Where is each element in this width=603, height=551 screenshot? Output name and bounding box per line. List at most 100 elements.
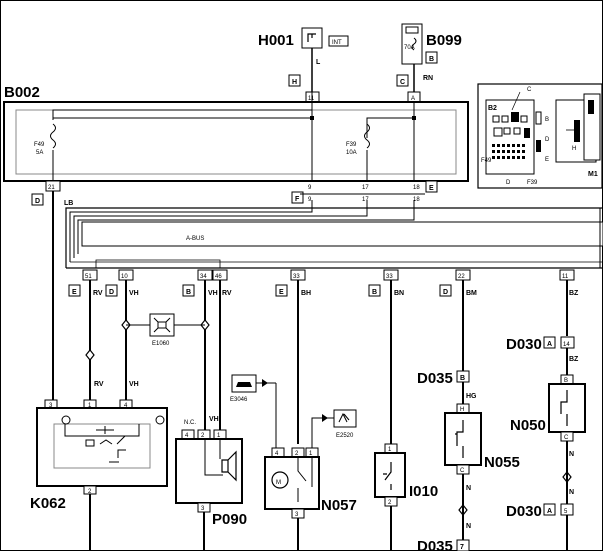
pin-33-a-label: 33 xyxy=(293,274,300,280)
conn-d-tag xyxy=(31,193,44,206)
pin-11-bottom-label: 11 xyxy=(562,274,569,280)
d035-code-bottom: D035 xyxy=(417,538,453,551)
pin-21-label: 21 xyxy=(48,185,55,191)
p090-pin3: 3 xyxy=(201,506,205,512)
conn-d-tag-3 xyxy=(439,284,452,297)
pin-17b-label: 17 xyxy=(362,197,369,203)
conn-e-tag-2 xyxy=(275,284,288,297)
k062-pin1: 1 xyxy=(88,403,92,409)
pin-46-label: 46 xyxy=(215,274,222,280)
conn-b-label-1: B xyxy=(186,289,191,296)
conn-e-label-top: E xyxy=(429,185,434,192)
wire-bn-label: BN xyxy=(394,290,404,297)
wire-bm-label: BM xyxy=(466,290,477,297)
connector-layout-inset: B2 C B D E F49 F39 D H M1 xyxy=(477,83,603,189)
inset-e: E xyxy=(545,157,549,163)
conn-e-label-2: E xyxy=(279,289,284,296)
inset-d-bottom: D xyxy=(506,180,511,186)
pin-9b-label: 9 xyxy=(308,197,312,203)
p090-pin2: 2 xyxy=(201,433,205,439)
conn-h-label: H xyxy=(292,79,297,86)
p090-horn: N.C. VH 4 2 1 3 P090 xyxy=(175,416,247,551)
b099-fuse-rating: 70A xyxy=(404,45,415,51)
pin-51-label: 51 xyxy=(85,274,92,280)
conn-c-tag xyxy=(396,74,409,87)
n050-switch: D030 A 14 BZ B N050 C N N D030 A 5 xyxy=(506,336,586,551)
e3046-part: E3046 xyxy=(230,374,277,448)
a-bus: A-BUS xyxy=(65,200,603,269)
e1060-part: E1060 xyxy=(126,313,205,347)
k062-pin2: 2 xyxy=(88,489,92,495)
b099-fuse-box: 70A B099 B RN xyxy=(401,23,462,92)
n055-switch: D035 B HG H C N055 N N D035 7 xyxy=(417,370,520,551)
pin-9-label: 9 xyxy=(308,185,312,191)
inset-m1: M1 xyxy=(588,171,598,178)
conn-b-label-2: B xyxy=(372,289,377,296)
n057-motor-m: M xyxy=(276,480,281,486)
n057-pin3: 3 xyxy=(295,512,299,518)
conn-b-tag-1 xyxy=(182,284,195,297)
pin-17-label: 17 xyxy=(362,185,369,191)
wire-n-label-3: N xyxy=(569,451,574,458)
wire-rv-label-1: RV xyxy=(93,290,103,297)
pin-11-top-label: 11 xyxy=(308,96,315,102)
conn-d-tag-2 xyxy=(105,284,118,297)
pin-a-top-label: A xyxy=(411,96,415,102)
i010-switch: 1 2 I010 xyxy=(374,443,438,551)
inset-d: D xyxy=(545,137,550,143)
wire-bz-label-2: BZ xyxy=(569,356,579,363)
p090-note: N.C. xyxy=(184,420,196,426)
e2520-code: E2520 xyxy=(336,433,354,439)
wire-vh-label-2: VH xyxy=(208,290,218,297)
n057-pin4: 4 xyxy=(275,451,279,457)
wire-n-label-1: N xyxy=(466,485,471,492)
conn-c-label: C xyxy=(400,79,405,86)
inset-f39: F39 xyxy=(527,180,538,186)
n057-pin2: 2 xyxy=(295,451,299,457)
wire-vh-label-1: VH xyxy=(129,290,139,297)
n057-pin1: 1 xyxy=(309,451,313,457)
wire-rv-label-2: RV xyxy=(222,290,232,297)
inset-c: C xyxy=(527,87,532,93)
b099-code: B099 xyxy=(426,32,462,49)
conn-d-label-2: D xyxy=(109,289,114,296)
d030-pin14: 14 xyxy=(563,342,570,348)
wire-hg-label: HG xyxy=(466,393,477,400)
d030-conn-a-top: A xyxy=(547,341,552,348)
fuse-f39-rating: 10A xyxy=(346,150,357,156)
wire-rv-label-3: RV xyxy=(94,381,104,388)
p090-pin4: 4 xyxy=(185,433,189,439)
i010-code: I010 xyxy=(409,483,438,500)
pin-10-label: 10 xyxy=(121,274,128,280)
pin-18b-label: 18 xyxy=(413,197,420,203)
k062-module: 3 1 4 2 K062 xyxy=(30,399,168,551)
wire-vh-label-4: VH xyxy=(209,416,219,423)
d035-code-top: D035 xyxy=(417,370,453,387)
p090-code: P090 xyxy=(212,511,247,528)
e1060-code: E1060 xyxy=(152,341,170,347)
conn-b-tag-2 xyxy=(368,284,381,297)
d035-conn-top: B xyxy=(460,375,465,382)
wire-lb-label: LB xyxy=(64,200,73,207)
n050-pin-b: B xyxy=(564,378,568,384)
wire-n-label-2: N xyxy=(466,523,471,530)
conn-f-label: F xyxy=(295,196,300,203)
fuse-f39-id: F39 xyxy=(346,142,357,148)
n055-pin-c: C xyxy=(460,468,465,474)
h001-code: H001 xyxy=(258,32,294,49)
conn-f-tag xyxy=(291,191,304,204)
d035-pin7: 7 xyxy=(460,544,464,551)
d030-code-top: D030 xyxy=(506,336,542,353)
pin-18-label: 18 xyxy=(413,185,420,191)
b099-wire: RN xyxy=(423,75,433,82)
fuse-f49-rating: 5A xyxy=(36,150,43,156)
n050-pin-c: C xyxy=(564,435,569,441)
conn-e-label-1: E xyxy=(72,289,77,296)
a-bus-label: A-BUS xyxy=(186,236,204,242)
k062-pin4: 4 xyxy=(124,403,128,409)
n057-code: N057 xyxy=(321,497,357,514)
inset-h: H xyxy=(572,146,576,152)
k062-pin3: 3 xyxy=(49,403,53,409)
d030-pin5: 5 xyxy=(564,509,568,515)
